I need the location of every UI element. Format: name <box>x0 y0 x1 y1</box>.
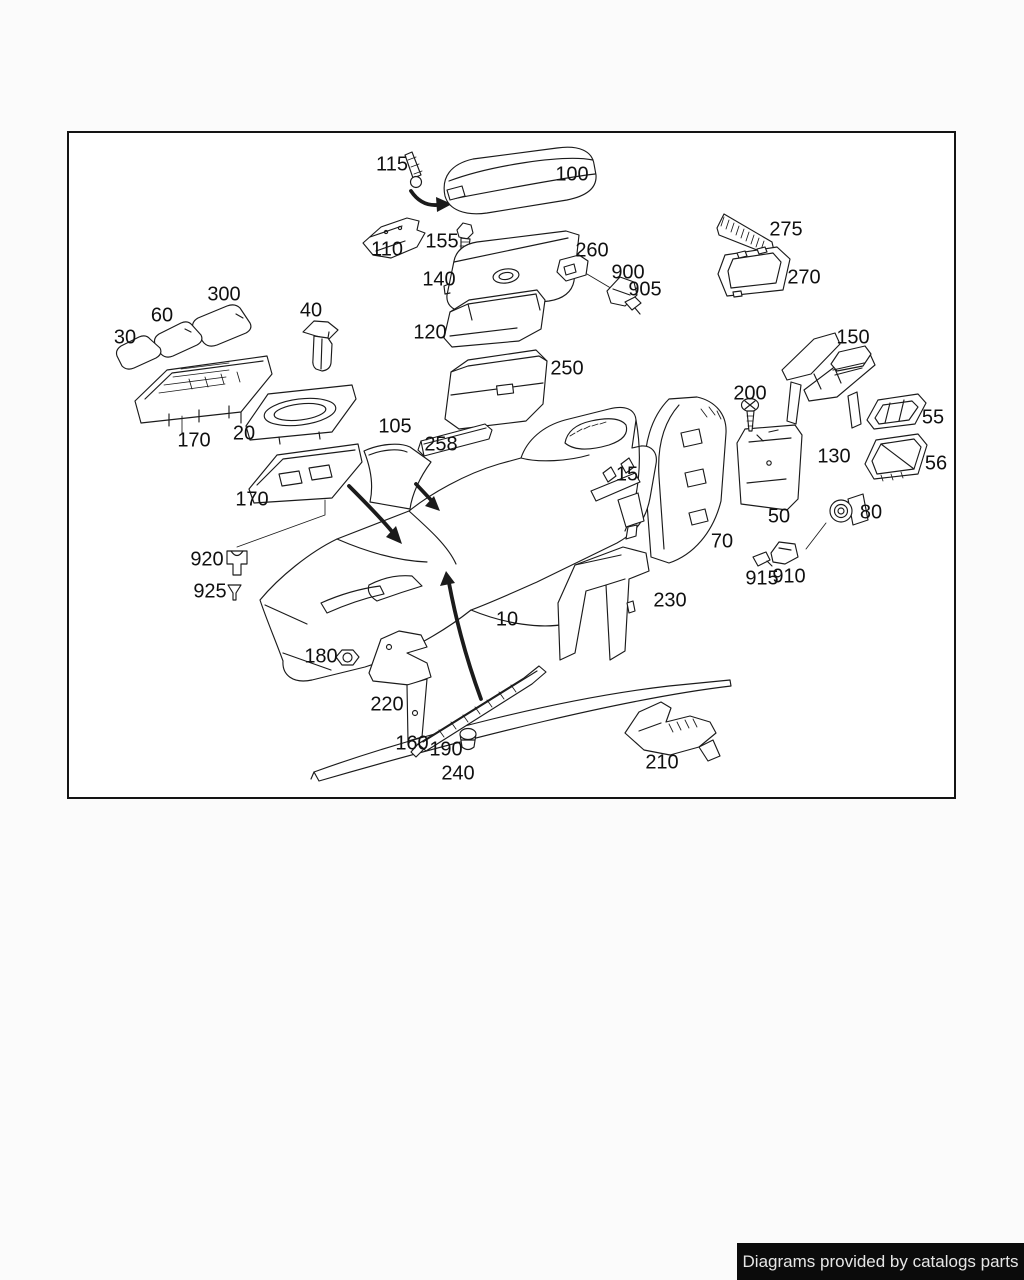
part-910-clip <box>770 541 799 565</box>
arrow-bottom-to-console-icon <box>440 571 483 701</box>
part-920-clip <box>226 550 248 576</box>
part-80-socket <box>829 493 869 526</box>
leader-80-to-910 <box>805 522 827 550</box>
part-100-armrest-lid <box>443 146 597 215</box>
arrow-panel-to-console-icon <box>414 482 440 511</box>
part-30-mat <box>115 335 162 370</box>
part-925-pin <box>227 584 242 601</box>
part-260-latch <box>556 254 615 291</box>
part-120-tray <box>443 289 546 348</box>
part-258-rail <box>417 423 493 457</box>
part-150-armrest-pad <box>830 345 872 376</box>
part-110-bracket <box>362 217 426 259</box>
part-300-mat <box>191 304 252 347</box>
part-105-panel <box>363 443 432 510</box>
part-250-storage-bin <box>444 349 548 430</box>
part-10-console-body <box>259 406 657 682</box>
part-160-sill-rail <box>410 665 547 758</box>
footer-credit-bar: Diagrams provided by catalogs parts <box>737 1243 1024 1280</box>
part-15-bracket <box>590 457 645 540</box>
part-210-bracket <box>624 701 721 762</box>
part-230-frame <box>557 546 650 661</box>
part-905-pin <box>624 296 642 315</box>
part-70-side-panel <box>644 396 727 564</box>
part-20-plate <box>245 384 357 445</box>
part-190-plug <box>459 727 477 751</box>
part-40-bracket <box>302 320 339 372</box>
part-50-panel <box>736 424 803 511</box>
leader-170-to-920 <box>236 499 326 548</box>
part-220-bracket <box>368 630 432 742</box>
part-900-bracket <box>606 276 638 307</box>
part-56-bin <box>864 433 928 482</box>
part-170-tray-lower <box>248 443 363 504</box>
arrow-tray-to-console-icon <box>347 484 402 544</box>
part-140-lid <box>443 230 580 312</box>
part-55-frame <box>866 393 927 430</box>
part-200-screw <box>740 397 760 432</box>
footer-credit-text: Diagrams provided by catalogs parts <box>742 1251 1019 1271</box>
part-270-housing <box>717 246 791 298</box>
part-115-screw <box>404 151 423 189</box>
part-170-tray-upper <box>134 355 273 434</box>
part-180-nut <box>335 649 360 666</box>
exploded-view-artwork <box>115 146 928 782</box>
part-60-mat <box>153 321 203 358</box>
arrow-115-to-100-icon <box>409 189 452 212</box>
part-915-pin <box>752 551 773 567</box>
